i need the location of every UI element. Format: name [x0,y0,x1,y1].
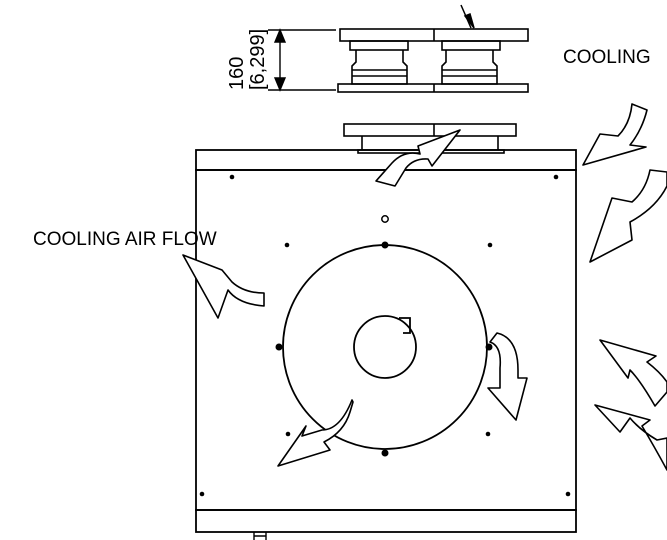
dimension-line [268,28,336,92]
arrow-top-center [375,129,461,187]
arrow-fan-right [487,332,528,421]
small-hole [381,215,389,223]
arrow-right-3 [599,339,667,407]
fan-hub [353,315,417,379]
housing [195,149,577,533]
bottom-fitting [253,532,267,540]
arrow-left-curved [182,254,265,319]
arrow-right-1 [582,103,648,166]
airflow-label-right: COOLING [563,47,651,68]
leader-arrow [460,4,475,29]
dimension-value-in: [6,299] [247,29,269,90]
dimension-value-mm: 160 [226,57,248,90]
connector-assembly-top [337,28,529,93]
fan-assembly [282,244,488,450]
arrow-right-4 [594,404,667,471]
mounting-screws [199,174,571,497]
arrow-right-2 [589,169,667,263]
arrow-fan-lower-left [277,399,354,467]
fan-mount-bolts [275,241,493,457]
airflow-arrows [182,103,667,471]
fan-outer-ring [282,244,488,450]
airflow-label-left: COOLING AIR FLOW [33,229,217,250]
